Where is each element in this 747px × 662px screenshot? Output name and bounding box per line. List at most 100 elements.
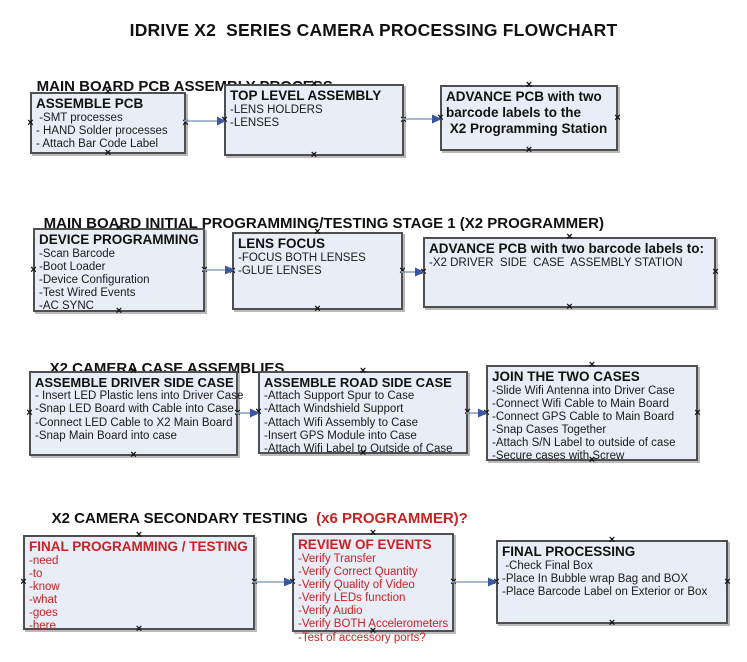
box-title: LENS FOCUS bbox=[238, 236, 326, 251]
box-title: FINAL PROCESSING bbox=[502, 544, 636, 559]
flow-arrow bbox=[402, 114, 442, 124]
connection-point-icon: × bbox=[27, 116, 34, 129]
box-item: -Verify Audio bbox=[298, 605, 363, 618]
box-item: -goes bbox=[29, 607, 58, 620]
box-item: -SMT processes bbox=[36, 111, 123, 124]
flow-arrow bbox=[203, 265, 235, 275]
flow-box-assemble-pcb: ASSEMBLE PCB -SMT processes- HAND Solder… bbox=[27, 87, 188, 159]
box-item: -Snap LED Board with Cable into Case bbox=[35, 403, 234, 416]
box-item: - Attach Bar Code Label bbox=[36, 138, 159, 151]
box-item: -Connect LED Cable to X2 Main Board bbox=[35, 416, 233, 429]
box-item: -Secure cases with Screw bbox=[492, 450, 625, 463]
connection-point-icon: × bbox=[724, 575, 731, 588]
box-item: -AC SYNC bbox=[39, 300, 94, 313]
box-item: -Verify Transfer bbox=[298, 552, 376, 565]
connection-point-icon: × bbox=[30, 263, 37, 276]
box-title: REVIEW OF EVENTS bbox=[298, 537, 432, 552]
box-items: -Attach Support Spur to Case-Attach Wind… bbox=[264, 390, 462, 456]
heading-secondary-testing: X2 CAMERA SECONDARY TESTING (x6 PROGRAMM… bbox=[35, 493, 468, 544]
box-item: -LENS HOLDERS bbox=[230, 103, 323, 116]
flow-box-assemble-driver-side-case: ASSEMBLE DRIVER SIDE CASE - Insert LED P… bbox=[26, 366, 244, 461]
box-item: -Check Final Box bbox=[502, 559, 593, 572]
box-item: -X2 DRIVER SIDE CASE ASSEMBLY STATION bbox=[429, 256, 683, 269]
box-item: -Test Wired Events bbox=[39, 287, 136, 300]
flow-box-assemble-road-side-case: ASSEMBLE ROAD SIDE CASE -Attach Support … bbox=[255, 366, 470, 459]
box-title: ASSEMBLE ROAD SIDE CASE bbox=[264, 375, 452, 390]
box-items: - Insert LED Plastic lens into Driver Ca… bbox=[35, 390, 244, 442]
flow-arrow bbox=[253, 577, 294, 587]
flow-box-device-programming: DEVICE PROGRAMMING -Scan Barcode-Boot Lo… bbox=[30, 223, 207, 317]
box-item: -Verify BOTH Accelerometers bbox=[298, 618, 449, 631]
box-items: -SMT processes- HAND Solder processes- A… bbox=[36, 112, 180, 151]
heading-red-text: (x6 PROGRAMMER)? bbox=[311, 510, 468, 527]
box-item: -Connect Wifi Cable to Main Board bbox=[492, 398, 670, 411]
box-item: -Attach Support Spur to Case bbox=[264, 390, 415, 403]
heading-text: MAIN BOARD INITIAL PROGRAMMING/TESTING S… bbox=[43, 215, 604, 232]
box-title: TOP LEVEL ASSEMBLY bbox=[230, 88, 382, 103]
box-items: -FOCUS BOTH LENSES-GLUE LENSES bbox=[238, 252, 397, 278]
box-item: -here bbox=[29, 620, 56, 633]
box-item: -Attach Wifi Label to Outside of Case bbox=[264, 442, 453, 455]
box-item: -FOCUS BOTH LENSES bbox=[238, 251, 366, 264]
box-title: FINAL PROGRAMMING / TESTING bbox=[29, 539, 248, 554]
connection-point-icon: × bbox=[310, 149, 318, 161]
box-items: -Slide Wifi Antenna into Driver Case-Con… bbox=[492, 385, 692, 464]
connection-point-icon: × bbox=[608, 617, 616, 629]
box-item: -Test of accessory ports? bbox=[298, 631, 426, 644]
box-item: -LENSES bbox=[230, 117, 280, 130]
flow-box-join-the-two-cases: JOIN THE TWO CASES -Slide Wifi Antenna i… bbox=[483, 360, 700, 466]
flow-box-lens-focus: LENS FOCUS -FOCUS BOTH LENSES-GLUE LENSE… bbox=[229, 227, 405, 315]
box-item: -Attach Wifi Assembly to Case bbox=[264, 416, 419, 429]
box-item: -Scan Barcode bbox=[39, 247, 116, 260]
box-item: -what bbox=[29, 594, 58, 607]
box-title-line: X2 Programming Station bbox=[446, 120, 608, 136]
connection-point-icon: × bbox=[130, 449, 137, 461]
box-item: - HAND Solder processes bbox=[36, 125, 168, 138]
flow-arrow bbox=[236, 408, 260, 418]
connection-point-icon: × bbox=[525, 144, 533, 156]
box-title-line: ADVANCE PCB with two bbox=[446, 89, 602, 104]
flow-box-final-processing: FINAL PROCESSING -Check Final Box-Place … bbox=[493, 535, 730, 629]
box-item: -Connect GPS Cable to Main Board bbox=[492, 411, 675, 424]
connection-point-icon: × bbox=[20, 576, 27, 588]
flow-box-advance-pcb-driver-side: ADVANCE PCB with two barcode labels to: … bbox=[420, 232, 718, 313]
box-item: -to bbox=[29, 568, 43, 581]
flow-box-top-level-assembly: TOP LEVEL ASSEMBLY -LENS HOLDERS-LENSES … bbox=[221, 79, 406, 161]
box-item: - Insert LED Plastic lens into Driver Ca… bbox=[35, 390, 244, 403]
box-items: -X2 DRIVER SIDE CASE ASSEMBLY STATION bbox=[429, 257, 710, 270]
flow-arrow bbox=[452, 577, 498, 587]
box-item: -know bbox=[29, 581, 60, 594]
box-item: -Insert GPS Module into Case bbox=[264, 429, 417, 442]
page-title: IDRIVE X2 SERIES CAMERA PROCESSING FLOWC… bbox=[129, 20, 618, 40]
box-item: -Verify Correct Quantity bbox=[298, 566, 418, 579]
box-title: ASSEMBLE PCB bbox=[36, 96, 144, 111]
box-item: -Snap Cases Together bbox=[492, 424, 607, 437]
connection-point-icon: × bbox=[694, 406, 701, 419]
box-item: -Snap Main Board into case bbox=[35, 429, 177, 442]
box-item: -Slide Wifi Antenna into Driver Case bbox=[492, 384, 675, 397]
box-item: -Attach S/N Label to outside of case bbox=[492, 437, 676, 450]
connection-point-icon: × bbox=[712, 266, 719, 278]
flow-box-final-programming-testing: FINAL PROGRAMMING / TESTING -need-to-kno… bbox=[20, 530, 257, 635]
box-item: -Place In Bubble wrap Bag and BOX bbox=[502, 573, 689, 586]
box-items: -need-to-know-what-goes-here bbox=[29, 555, 249, 634]
box-item: -need bbox=[29, 554, 59, 567]
box-item: -Device Configuration bbox=[39, 274, 150, 287]
box-title: ASSEMBLE DRIVER SIDE CASE bbox=[35, 375, 234, 390]
box-item: -Boot Loader bbox=[39, 261, 106, 274]
box-title: JOIN THE TWO CASES bbox=[492, 369, 640, 384]
box-item: -Verify LEDs function bbox=[298, 592, 406, 605]
connection-point-icon: × bbox=[26, 407, 33, 419]
connection-point-icon: × bbox=[314, 303, 321, 315]
flow-arrow bbox=[401, 267, 425, 277]
heading-text: X2 CAMERA SECONDARY TESTING bbox=[51, 510, 312, 527]
box-items: -Verify Transfer-Verify Correct Quantity… bbox=[298, 553, 448, 645]
flow-arrow bbox=[184, 116, 226, 126]
box-items: -LENS HOLDERS-LENSES bbox=[230, 104, 398, 130]
flow-box-review-of-events: REVIEW OF EVENTS -Verify Transfer-Verify… bbox=[289, 528, 456, 644]
box-title-line: barcode labels to the bbox=[446, 104, 582, 120]
box-title: ADVANCE PCB with two barcode labels to: bbox=[429, 241, 705, 256]
